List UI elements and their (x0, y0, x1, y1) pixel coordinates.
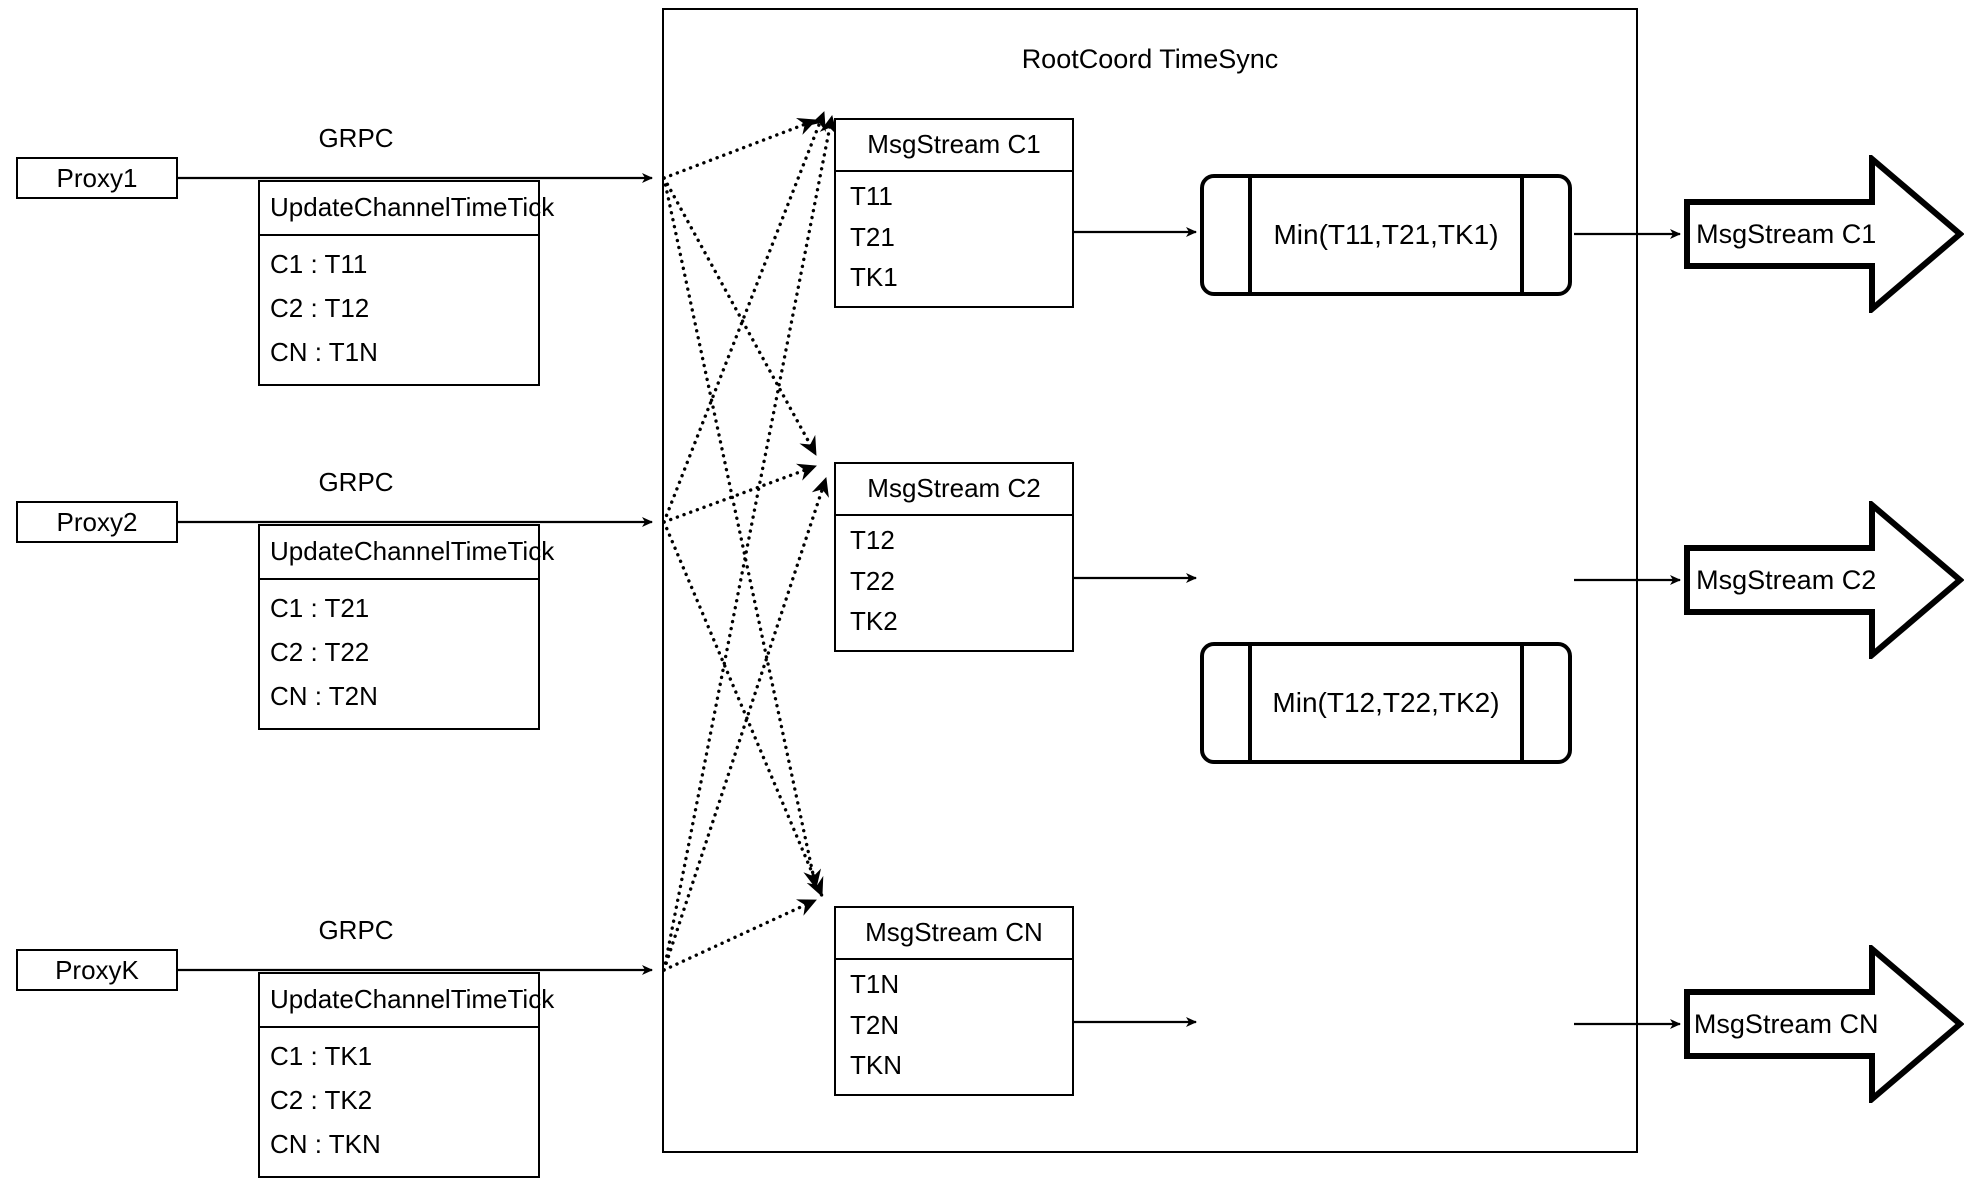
msgstream-box-3: MsgStream CN T1N T2N TKN (834, 906, 1074, 1096)
grpc-label-3: GRPC (318, 915, 394, 945)
min-box-1: Min(T11,T21,TK1) (1200, 174, 1572, 296)
uct-row: C2 : T22 (270, 636, 370, 667)
msgstream-box-1: MsgStream C1 T11 T21 TK1 (834, 118, 1074, 308)
update-channel-timetick-box-1: UpdateChannelTimeTick C1 : T11 C2 : T12 … (258, 180, 554, 386)
uct-body-1: C1 : T11 C2 : T12 CN : T1N (260, 236, 538, 384)
uct-row: C2 : T12 (270, 292, 370, 323)
msgstream-row: TK2 (850, 606, 898, 637)
msgstream-body-3: T1N T2N TKN (836, 960, 1072, 1094)
msgstream-row: T21 (850, 221, 895, 252)
msgstream-row: T1N (850, 969, 900, 1000)
min-label-1: Min(T11,T21,TK1) (1273, 219, 1499, 250)
uct-title-1: UpdateChannelTimeTick (260, 182, 554, 236)
msgstream-row: T2N (850, 1009, 900, 1040)
update-channel-timetick-box-3: UpdateChannelTimeTick C1 : TK1 C2 : TK2 … (258, 972, 554, 1178)
proxy-box-2[interactable]: Proxy2 (16, 501, 178, 543)
rootcoord-timesync-title: RootCoord TimeSync (1021, 44, 1279, 74)
rootcoord-timesync-container (662, 8, 1638, 1153)
msgstream-box-2: MsgStream C2 T12 T22 TK2 (834, 462, 1074, 652)
msgstream-title-1: MsgStream C1 (836, 120, 1072, 172)
msgstream-body-1: T11 T21 TK1 (836, 172, 1072, 306)
min-box-2: Min(T12,T22,TK2) (1200, 642, 1572, 764)
grpc-label-1: GRPC (318, 123, 394, 153)
output-label-3: MsgStream CN (1693, 1008, 1879, 1039)
msgstream-row: T12 (850, 525, 895, 556)
proxy-box-1[interactable]: Proxy1 (16, 157, 178, 199)
msgstream-row: TKN (850, 1050, 902, 1081)
uct-row: CN : T2N (270, 680, 378, 711)
output-label-2: MsgStream C2 (1696, 564, 1877, 595)
msgstream-row: T22 (850, 565, 895, 596)
uct-body-3: C1 : TK1 C2 : TK2 CN : TKN (260, 1028, 538, 1176)
output-block-arrow-3: MsgStream CN (1684, 945, 1964, 1103)
output-block-arrow-1: MsgStream C1 (1684, 155, 1964, 313)
uct-row: C1 : T11 (270, 248, 368, 279)
uct-title-2: UpdateChannelTimeTick (260, 526, 554, 580)
uct-row: CN : TKN (270, 1128, 381, 1159)
uct-row: C1 : T21 (270, 592, 370, 623)
min-label-2: Min(T12,T22,TK2) (1272, 687, 1500, 718)
uct-row: C2 : TK2 (270, 1084, 373, 1115)
output-block-arrow-2: MsgStream C2 (1684, 501, 1964, 659)
msgstream-row: T11 (850, 181, 893, 212)
uct-title-3: UpdateChannelTimeTick (260, 974, 554, 1028)
uct-row: C1 : TK1 (270, 1040, 373, 1071)
msgstream-title-3: MsgStream CN (836, 908, 1072, 960)
msgstream-row: TK1 (850, 262, 898, 293)
uct-body-2: C1 : T21 C2 : T22 CN : T2N (260, 580, 538, 728)
grpc-label-2: GRPC (318, 467, 394, 497)
proxy-box-3[interactable]: ProxyK (16, 949, 178, 991)
msgstream-title-2: MsgStream C2 (836, 464, 1072, 516)
uct-row: CN : T1N (270, 336, 378, 367)
msgstream-body-2: T12 T22 TK2 (836, 516, 1072, 650)
output-label-1: MsgStream C1 (1696, 218, 1877, 249)
update-channel-timetick-box-2: UpdateChannelTimeTick C1 : T21 C2 : T22 … (258, 524, 554, 730)
